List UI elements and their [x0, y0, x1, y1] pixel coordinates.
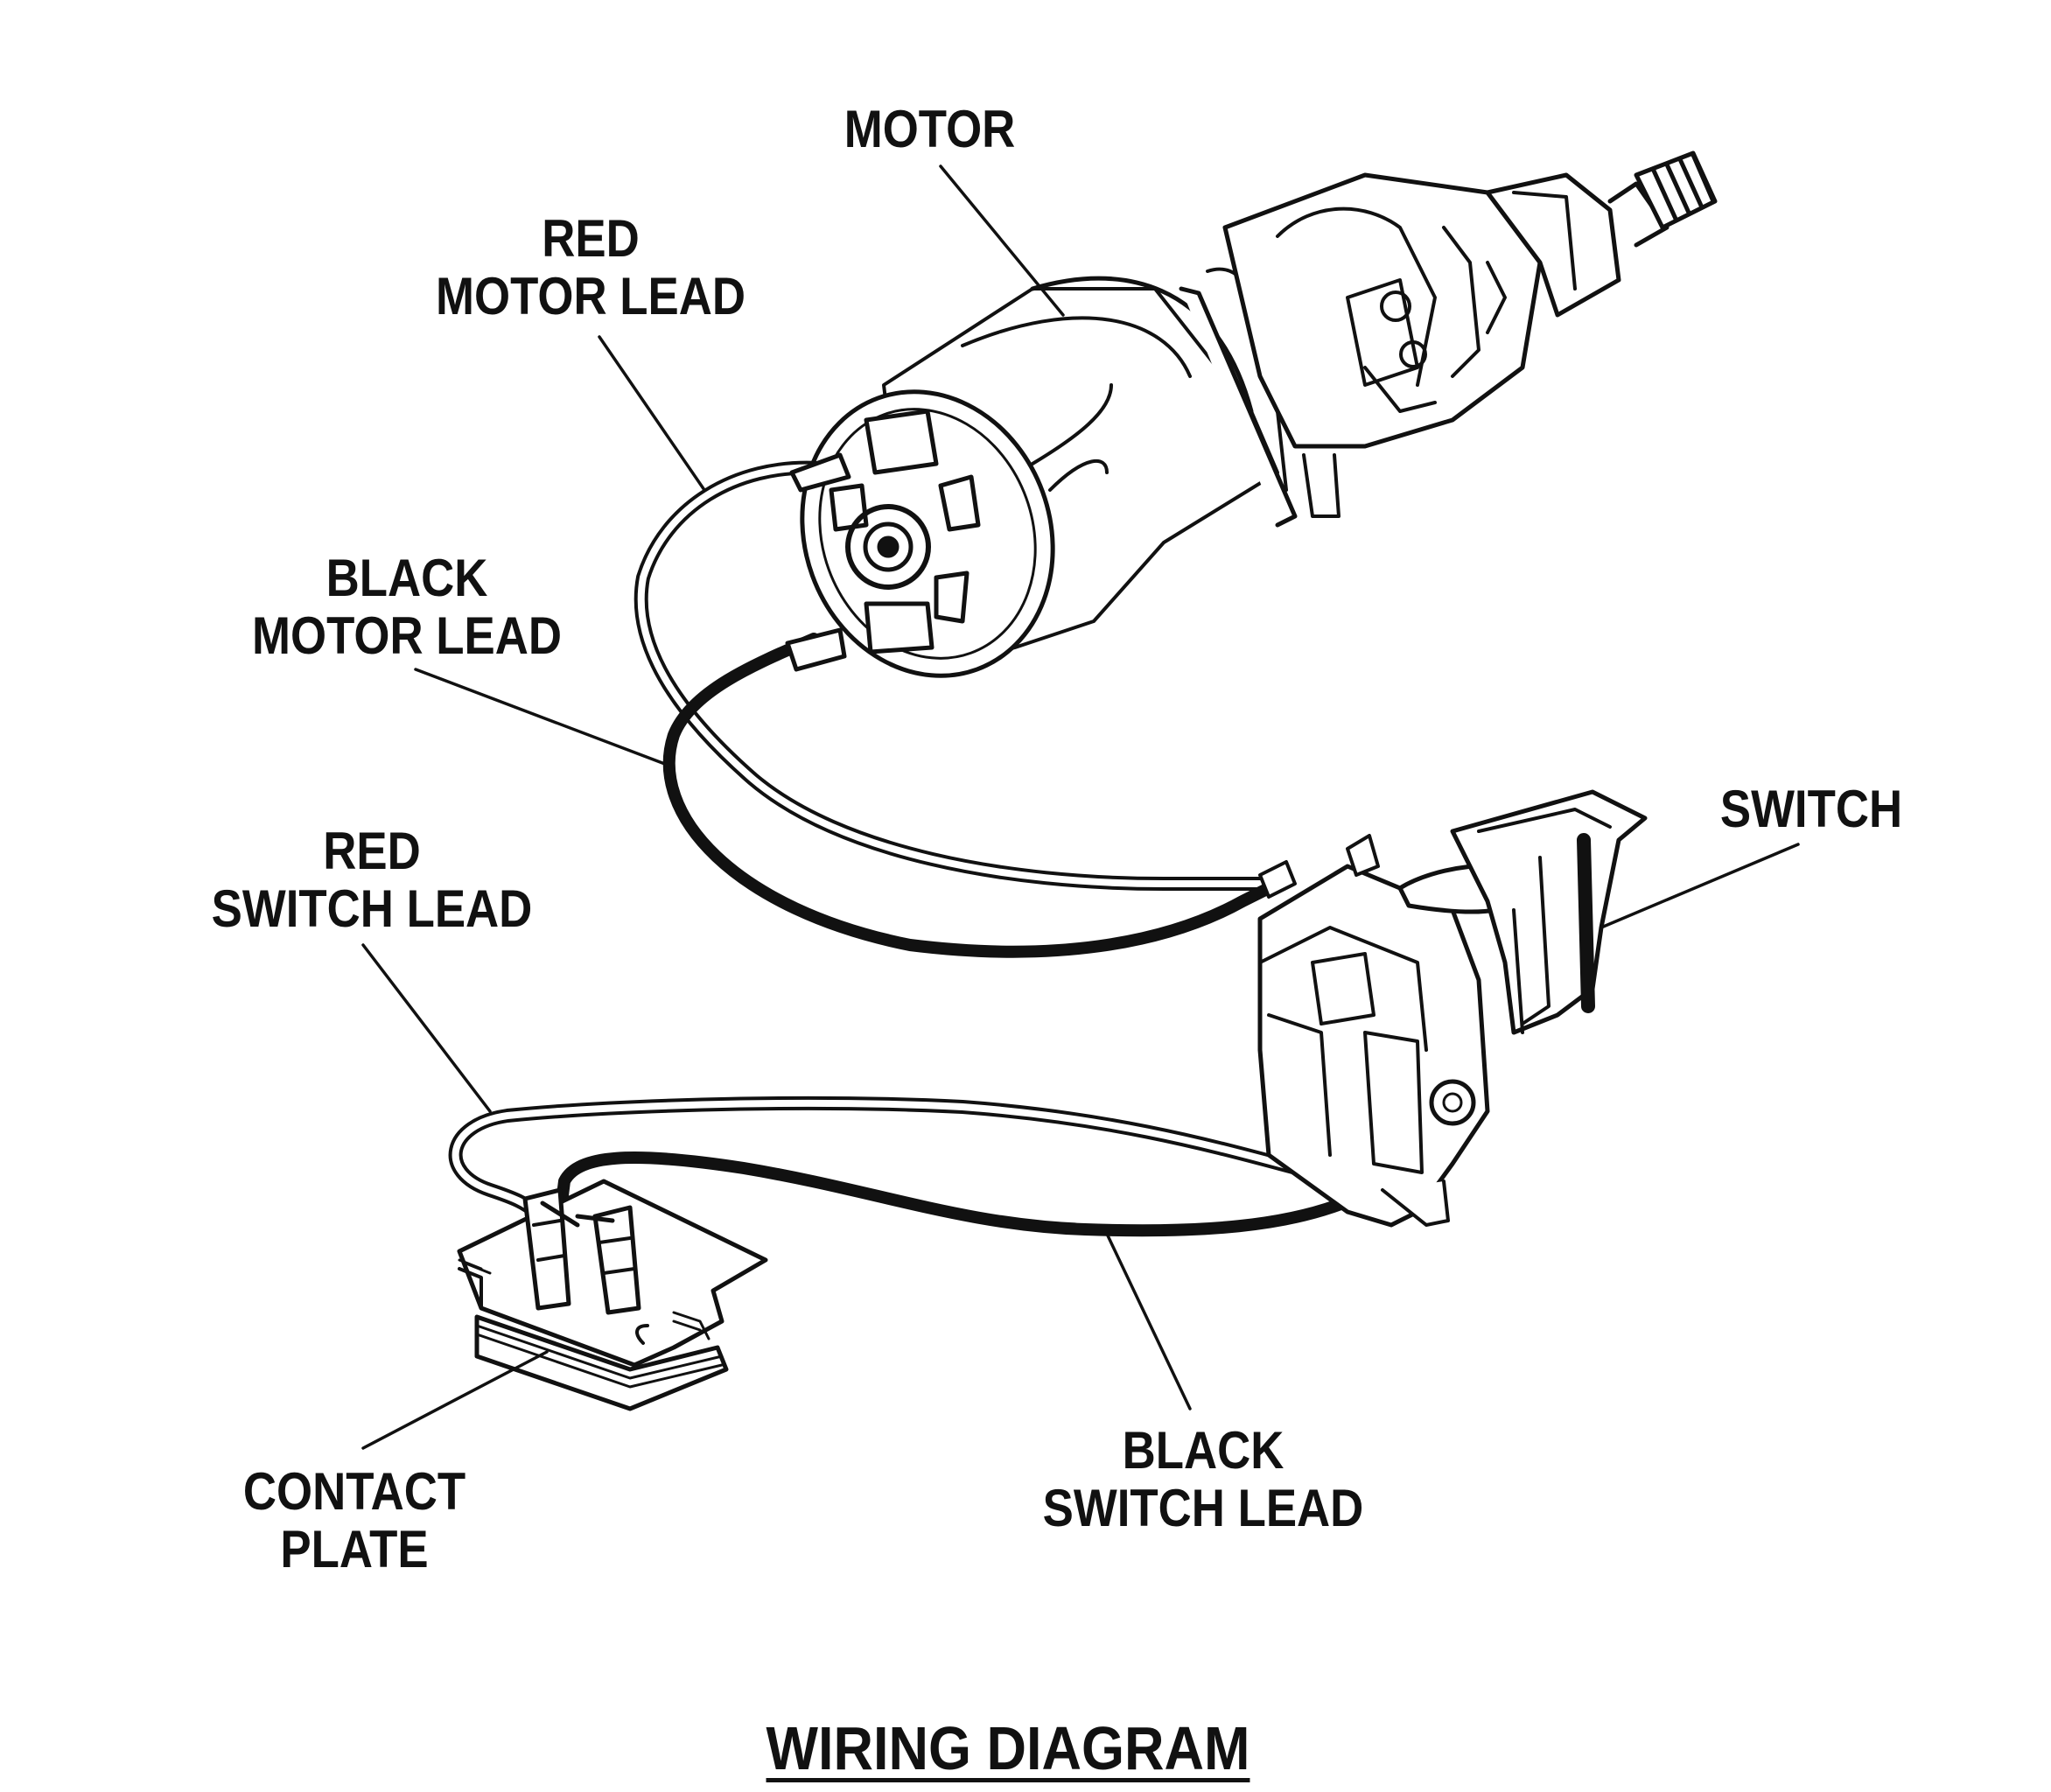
label-line-1: CONTACT — [242, 1462, 466, 1521]
label-line-2: MOTOR LEAD — [436, 267, 746, 326]
red-switch-lead — [448, 1096, 1337, 1219]
leader-lines — [361, 164, 1800, 1450]
switch — [1257, 789, 1648, 1228]
label-red-switch-lead: RED SWITCH LEAD — [206, 822, 537, 938]
leader-switch — [1600, 843, 1800, 929]
label-motor-text: MOTOR — [844, 100, 1016, 158]
label-line-2: SWITCH LEAD — [211, 879, 533, 938]
diagram-title: WIRING DIAGRAM — [766, 1714, 1250, 1782]
label-black-motor-lead: BLACK MOTOR LEAD — [249, 550, 565, 665]
contact-plate — [457, 1179, 768, 1411]
leader-black-motor-lead — [414, 668, 671, 767]
label-line-1: BLACK — [326, 549, 488, 607]
label-switch: SWITCH — [1712, 780, 1912, 838]
label-switch-text: SWITCH — [1719, 780, 1903, 838]
leader-motor — [939, 164, 1065, 317]
black-switch-lead — [554, 1152, 1349, 1237]
leader-contact-plate — [361, 1350, 549, 1450]
label-motor: MOTOR — [828, 101, 1032, 158]
leader-red-switch-lead — [361, 943, 492, 1113]
red-motor-lead — [634, 452, 1289, 892]
leader-black-switch-lead — [1105, 1232, 1192, 1410]
label-line-2: MOTOR LEAD — [252, 606, 562, 665]
black-motor-lead — [662, 627, 1292, 958]
label-line-1: RED — [542, 209, 640, 268]
label-line-2: SWITCH LEAD — [1042, 1479, 1364, 1537]
leader-red-motor-lead — [598, 335, 706, 492]
label-contact-plate: CONTACT PLATE — [239, 1463, 470, 1578]
label-line-1: RED — [323, 822, 421, 880]
label-black-switch-lead: BLACK SWITCH LEAD — [1038, 1422, 1368, 1537]
label-line-1: BLACK — [1122, 1421, 1284, 1480]
label-line-2: PLATE — [280, 1520, 429, 1578]
label-red-motor-lead: RED MOTOR LEAD — [433, 210, 749, 326]
motor — [800, 150, 1718, 678]
